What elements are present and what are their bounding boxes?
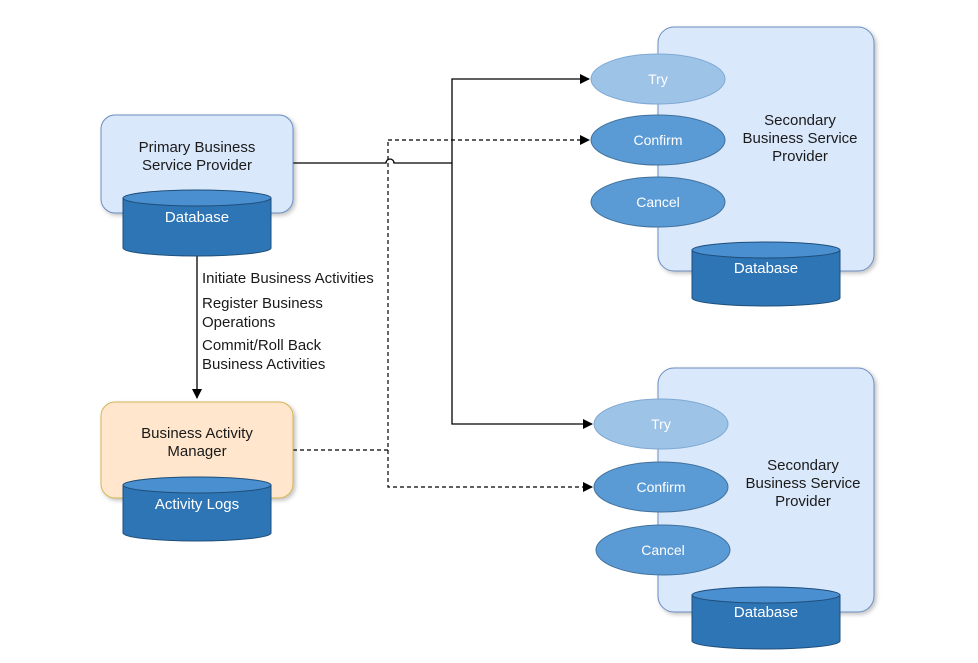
label-register-line2: Operations [202,314,275,331]
arrow-to-bottom-try [451,163,593,429]
primary-db-label: Database [165,209,229,226]
manager-title-line2: Manager [167,443,226,460]
label-commit-line1: Commit/Roll Back [202,337,322,354]
secondary-top-try-label: Try [648,71,668,87]
secondary-bottom-title-line1: Secondary [767,457,839,474]
secondary-top-title-line2: Business Service [742,130,857,147]
secondary-top-try-button[interactable]: Try [590,53,726,105]
business-activity-manager[interactable]: Business Activity Manager Activity Logs [100,401,294,542]
secondary-bottom-title-line3: Provider [775,493,831,510]
primary-title-line2: Service Provider [142,157,252,174]
secondary-bottom-try-button[interactable]: Try [593,398,729,450]
label-register-line1: Register Business [202,295,323,312]
manager-title-line1: Business Activity [141,425,253,442]
label-commit-line2: Business Activities [202,356,325,373]
secondary-bottom-confirm-button[interactable]: Confirm [593,461,729,513]
flow-labels: Initiate Business Activities Register Bu… [202,270,374,373]
secondary-bottom-cancel-label: Cancel [641,542,685,558]
secondary-top-title-line3: Provider [772,148,828,165]
label-initiate: Initiate Business Activities [202,270,374,287]
secondary-top-database-icon [691,241,841,307]
primary-provider[interactable]: Primary Business Service Provider Databa… [100,114,294,257]
activity-logs-database-icon [122,476,272,542]
secondary-bottom-confirm-label: Confirm [636,479,685,495]
secondary-top-db-label: Database [734,260,798,277]
secondary-provider-bottom[interactable]: Secondary Business Service Provider Try … [593,367,875,650]
secondary-top-confirm-button[interactable]: Confirm [590,114,726,166]
secondary-bottom-db-label: Database [734,604,798,621]
primary-title-line1: Primary Business [139,139,256,156]
activity-logs-label: Activity Logs [155,496,239,513]
dashed-arrow-to-bottom-confirm [387,450,593,492]
secondary-bottom-try-label: Try [651,416,671,432]
connectors [192,74,593,492]
secondary-top-cancel-button[interactable]: Cancel [590,176,726,228]
arrow-to-top-try [451,74,590,163]
secondary-provider-top[interactable]: Secondary Business Service Provider Try … [590,26,875,307]
secondary-top-cancel-label: Cancel [636,194,680,210]
secondary-top-confirm-label: Confirm [633,132,682,148]
secondary-top-title-line1: Secondary [764,112,836,129]
primary-database-icon [122,189,272,257]
secondary-bottom-database-icon [691,586,841,650]
primary-to-junction-line [293,158,452,164]
secondary-bottom-cancel-button[interactable]: Cancel [595,524,731,576]
secondary-bottom-title-line2: Business Service [745,475,860,492]
